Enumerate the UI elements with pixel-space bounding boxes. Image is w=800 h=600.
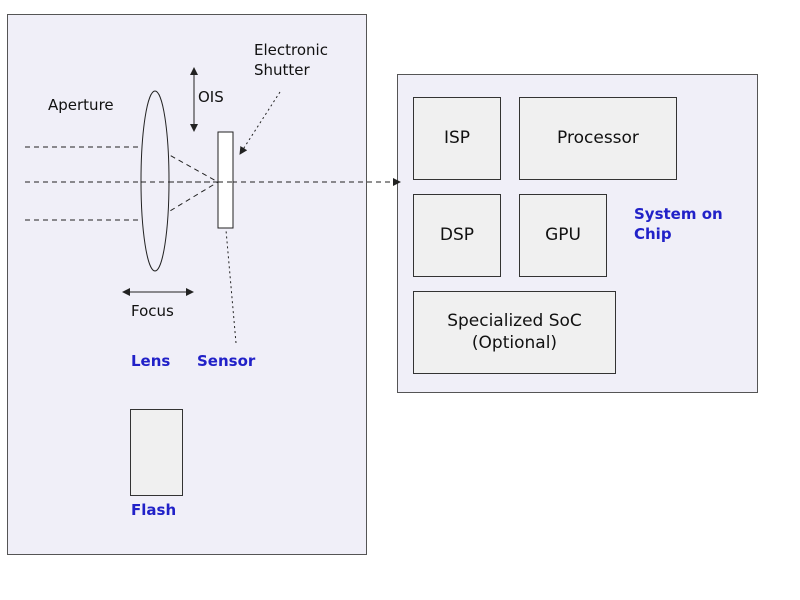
shutter-pointer [239, 91, 281, 155]
gpu-block: GPU [519, 194, 607, 277]
camera-module-panel [7, 14, 367, 555]
specialized-soc-block: Specialized SoC (Optional) [413, 291, 616, 374]
aperture-label: Aperture [48, 96, 114, 114]
lens-label: Lens [131, 352, 171, 370]
sensor-pointer [225, 229, 237, 344]
ois-label: OIS [198, 88, 224, 106]
dsp-block: DSP [413, 194, 501, 277]
isp-block: ISP [413, 97, 501, 180]
flash-module [130, 409, 183, 496]
processor-block: Processor [519, 97, 677, 180]
electronic-shutter-label: Electronic Shutter [254, 41, 328, 79]
sensor-shape [217, 131, 234, 229]
lens-shape [140, 90, 170, 272]
flash-label: Flash [131, 501, 177, 519]
soc-title: System on Chip [634, 205, 723, 243]
sensor-label: Sensor [197, 352, 256, 370]
focus-label: Focus [131, 302, 174, 320]
